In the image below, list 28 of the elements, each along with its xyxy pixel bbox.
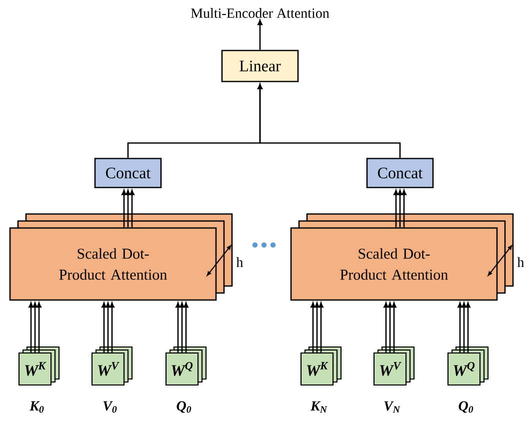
- arrow: [258, 84, 401, 158]
- arrow: [458, 302, 470, 352]
- input-label: K$_{0}$: [30, 401, 44, 413]
- arrow: [258, 20, 262, 50]
- arrow: [394, 190, 406, 228]
- title-text: Multi-Encoder Attention: [191, 8, 330, 18]
- input-label: Q$_{0}$: [458, 401, 474, 413]
- arrow: [28, 302, 42, 352]
- input-label: V$_{0}$: [103, 401, 117, 413]
- linear-box: Linear: [221, 50, 299, 82]
- attention-box: Scaled Dot-Product Attention: [9, 213, 233, 301]
- weight-box: W$^{V}$: [373, 346, 415, 386]
- arrow: [176, 302, 188, 352]
- input-label: V$_{N}$: [384, 401, 400, 413]
- input-label: K$_{N}$: [310, 401, 328, 413]
- concat-box: Concat: [94, 158, 162, 188]
- arrow: [310, 302, 324, 352]
- weight-box: W$^{Q}$: [165, 346, 207, 386]
- arrow: [102, 302, 114, 352]
- arrow: [122, 190, 134, 228]
- weight-box: W$^{K}$: [18, 346, 60, 386]
- arrow: [384, 302, 396, 352]
- weight-box: W$^{V}$: [91, 346, 133, 386]
- concat-box: Concat: [366, 158, 434, 188]
- weight-box: W$^{K}$: [300, 346, 342, 386]
- attention-box: Scaled Dot-Product Attention: [290, 213, 514, 301]
- weight-box: W$^{Q}$: [447, 346, 489, 386]
- input-label: Q$_{0}$: [176, 401, 192, 413]
